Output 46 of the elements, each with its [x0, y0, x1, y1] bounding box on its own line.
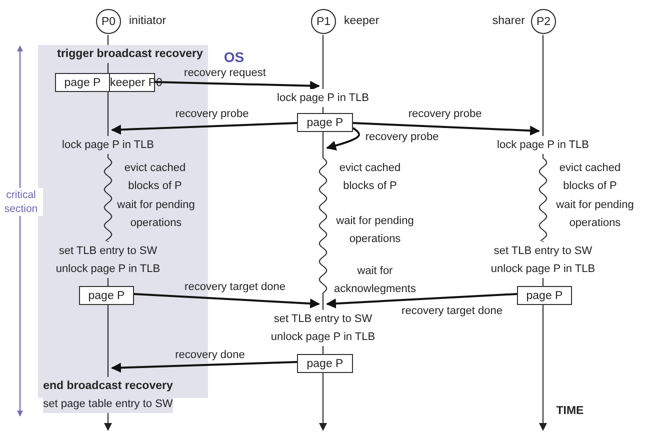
role-label: keeper — [344, 14, 380, 29]
step-text: lock page P in TLB — [277, 89, 369, 107]
edge-label: recovery request — [184, 66, 266, 81]
message-arrow — [154, 80, 320, 91]
step-text: wait for pending operations — [116, 198, 196, 231]
message-arrow — [111, 361, 298, 373]
role-label: initiator — [129, 14, 166, 29]
edge-label: recovery target done — [402, 304, 502, 319]
process-name: P2 — [535, 14, 552, 30]
message-field: page P — [56, 74, 109, 91]
step-text: wait for pending operations — [335, 214, 415, 247]
heading-text: TIME — [556, 404, 584, 419]
step-text: set TLB entry to SW — [58, 242, 158, 260]
process-circle — [531, 9, 556, 34]
edge-label: recovery probe — [408, 107, 482, 122]
step-text: lock page P in TLB — [497, 136, 589, 154]
message-field: page P — [80, 287, 133, 304]
step-text: wait for pending operations — [555, 198, 635, 231]
edge-label: recovery probe — [365, 130, 439, 145]
role-label: sharer — [492, 14, 525, 29]
process-name: P1 — [315, 14, 332, 30]
step-text: set page table entry to SW — [43, 395, 173, 413]
message-arrow — [326, 127, 360, 150]
step-text: unlock page P in TLB — [490, 260, 596, 278]
step-text: unlock page P in TLB — [56, 260, 160, 278]
message-field: page P — [518, 287, 571, 304]
process-name: P0 — [100, 14, 117, 30]
edge-label: recovery target done — [184, 280, 286, 295]
message-arrow — [326, 293, 518, 309]
step-text: set TLB entry to SW — [274, 310, 372, 328]
step-text: evict cached blocks of P — [338, 161, 402, 194]
message-arrow — [111, 122, 298, 135]
heading-text: trigger broadcast recovery — [57, 45, 203, 63]
message-field: page P — [298, 355, 352, 372]
edge-label: recovery done — [175, 348, 245, 363]
heading-text: end broadcast recovery — [43, 377, 173, 395]
step-text: set TLB entry to SW — [494, 242, 592, 260]
message-field: page P — [298, 114, 352, 131]
edge-label: recovery probe — [175, 107, 249, 122]
message-arrow — [352, 122, 540, 136]
message-arrow — [134, 293, 320, 308]
process-circle — [96, 9, 121, 34]
step-text: lock page P in TLB — [62, 136, 154, 154]
step-text: unlock page P in TLB — [270, 328, 376, 346]
region-label: OS — [224, 48, 244, 66]
process-circle — [311, 9, 336, 34]
